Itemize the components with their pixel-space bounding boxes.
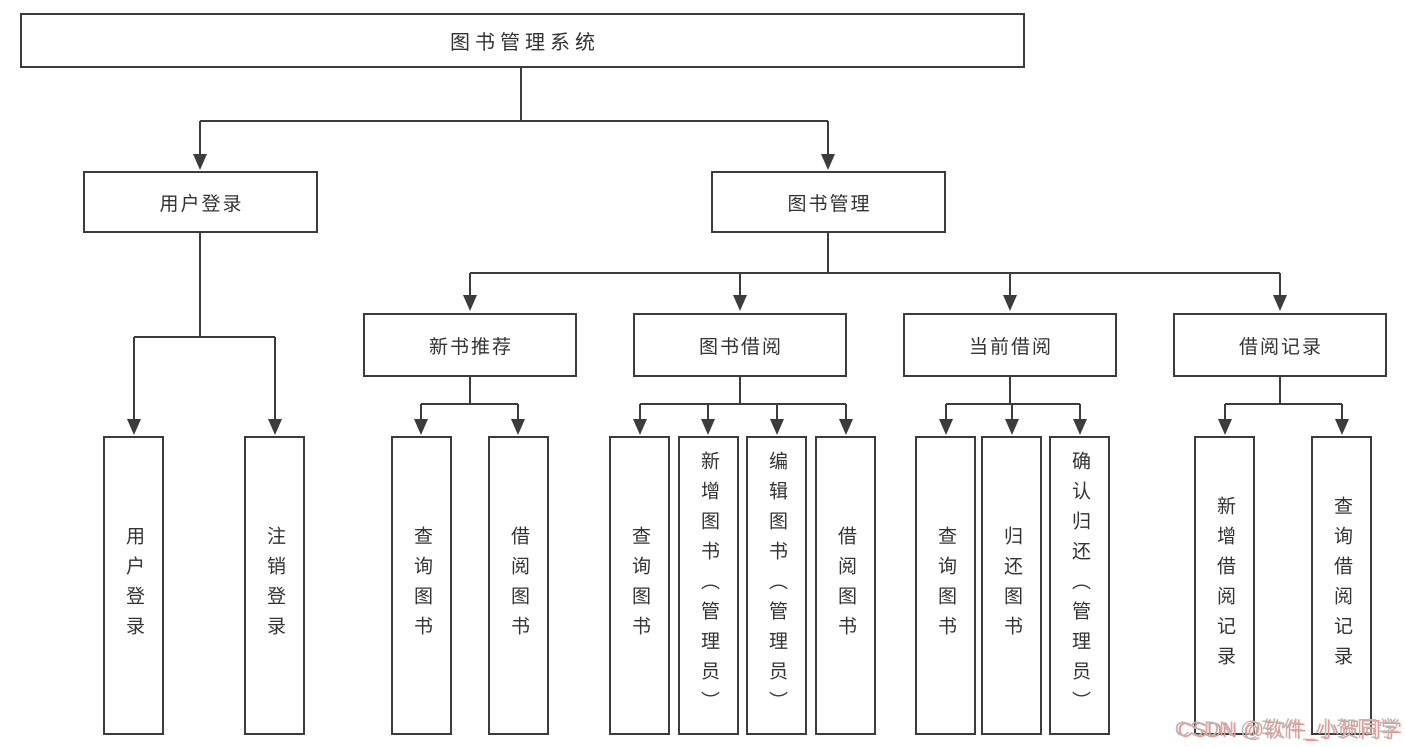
node-library-management-system: 图书管理系统 xyxy=(20,13,1025,68)
arrowheads xyxy=(127,154,1349,435)
leaf-return-books: 归还图书 xyxy=(981,436,1042,735)
node-borrowing-records: 借阅记录 xyxy=(1173,313,1387,377)
leaf-confirm-return-admin: 确认归还（管理员） xyxy=(1049,436,1110,735)
leaf-edit-books-admin: 编辑图书（管理员） xyxy=(746,436,807,735)
node-new-book-recommendation: 新书推荐 xyxy=(363,313,577,377)
node-book-management: 图书管理 xyxy=(711,171,946,233)
csdn-watermark: CSDN @软件_小贺同学 xyxy=(1174,718,1399,741)
node-current-borrowing: 当前借阅 xyxy=(903,313,1117,377)
leaf-query-books-current: 查询图书 xyxy=(915,436,976,735)
leaf-query-books-recommendation: 查询图书 xyxy=(391,436,452,735)
leaf-borrow-books-recommendation: 借阅图书 xyxy=(488,436,549,735)
leaf-query-books-borrowing: 查询图书 xyxy=(609,436,670,735)
leaf-logout: 注销登录 xyxy=(244,436,305,735)
leaf-user-login: 用户登录 xyxy=(103,436,164,735)
node-book-borrowing: 图书借阅 xyxy=(633,313,847,377)
node-user-login: 用户登录 xyxy=(83,171,318,233)
leaf-query-borrow-record: 查询借阅记录 xyxy=(1311,436,1372,735)
leaf-borrow-books: 借阅图书 xyxy=(815,436,876,735)
leaf-add-books-admin: 新增图书（管理员） xyxy=(678,436,739,735)
leaf-add-borrow-record: 新增借阅记录 xyxy=(1194,436,1255,735)
